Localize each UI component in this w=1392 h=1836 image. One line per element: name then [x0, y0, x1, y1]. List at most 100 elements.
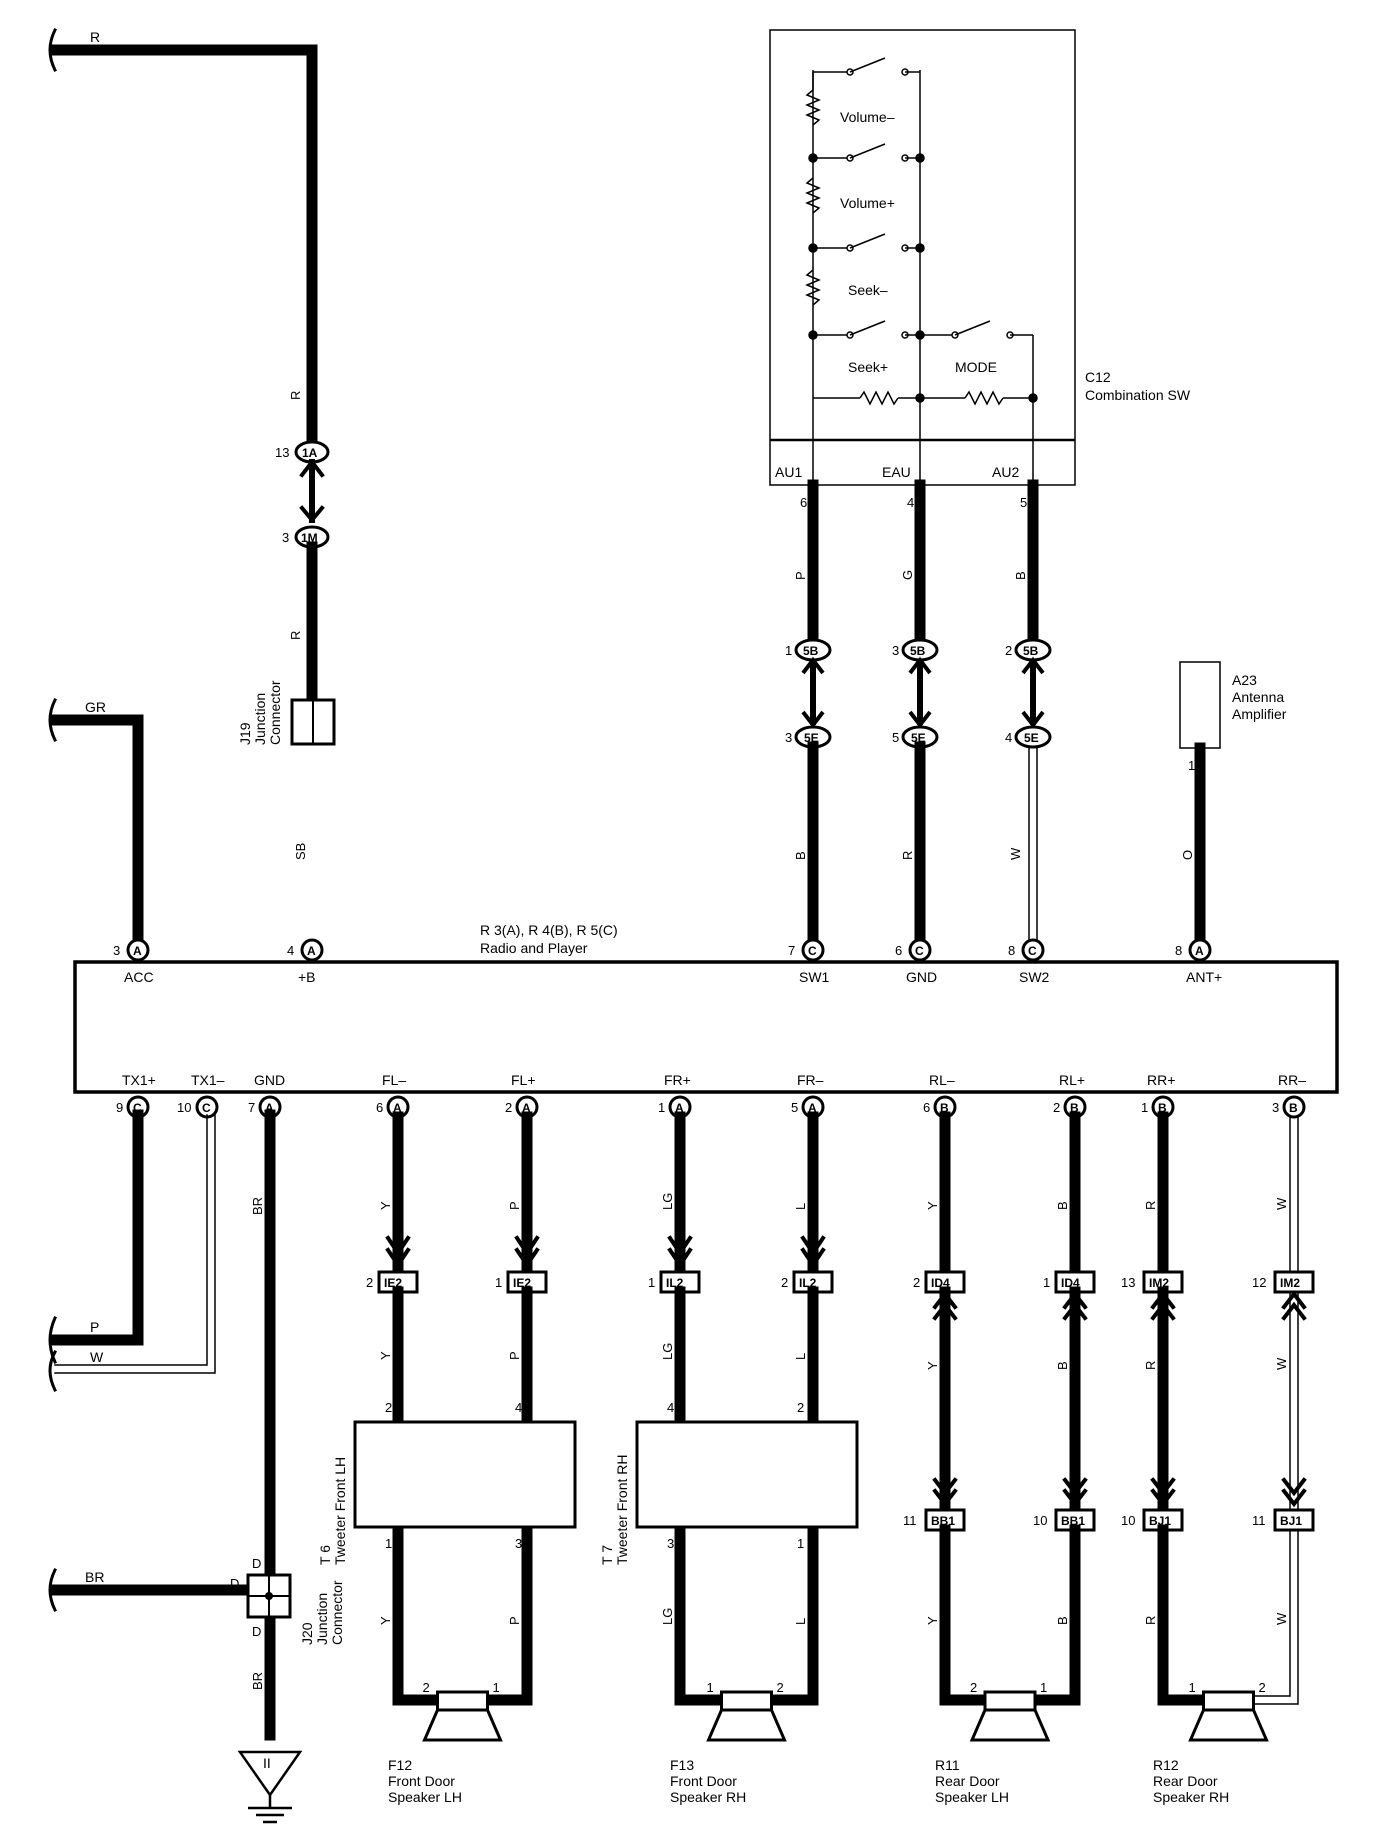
radio-top-pin-conn: C: [915, 944, 924, 958]
radio-bottom-pin-num: 2: [505, 1100, 512, 1115]
j20-node: [265, 1592, 273, 1600]
speaker-pin-left: 1: [1189, 1680, 1196, 1695]
speaker-wire-color-right: L: [793, 1618, 808, 1625]
down-arrow: [385, 1235, 411, 1269]
antenna-code: A23: [1232, 672, 1257, 688]
radio-bottom-pin-num: 2: [1053, 1100, 1060, 1115]
speaker-line3: Speaker RH: [1153, 1789, 1229, 1805]
tweeter-lh-pin-bl: 1: [385, 1536, 392, 1551]
radio-top-pin-conn: A: [133, 944, 142, 958]
wire-break-w: [48, 1349, 58, 1393]
speaker-wire-right: [766, 1521, 819, 1706]
wire-color-upper: W: [1274, 1197, 1289, 1210]
wire-gr-acc: [49, 714, 144, 951]
radio-bottom-pin-label: RL+: [1059, 1072, 1085, 1088]
wire-color-gnd-bottom: BR: [250, 1672, 265, 1690]
conn-5b-3: 5B: [1023, 644, 1039, 658]
down-arrow: [800, 1235, 826, 1269]
wire-color-r-mid: R: [288, 631, 303, 640]
switch-ladder: [805, 57, 1038, 406]
radio-bottom-pin-label: FL–: [382, 1072, 406, 1088]
mid-connector-pin: 1: [495, 1275, 502, 1290]
antenna-line3: Amplifier: [1232, 706, 1287, 722]
speaker-code: R11: [935, 1757, 960, 1773]
pin-au1: 6: [800, 495, 807, 510]
channel-wire: [1289, 1291, 1299, 1511]
radio-bottom-pin-label: FR+: [664, 1072, 691, 1088]
speaker-wire-right: [482, 1521, 533, 1706]
radio-bottom-pins: C9TX1+C10TX1–A7GNDA6FL–A2FL+A1FR+A5FR–B6…: [116, 1072, 1306, 1119]
radio-top-pin-label: ANT+: [1186, 969, 1222, 985]
down-arrow: [932, 1477, 958, 1508]
tweeter-rh-pin-br: 1: [797, 1536, 804, 1551]
pin-au2: 5: [1020, 495, 1027, 510]
speaker-pin-left: 2: [423, 1680, 430, 1695]
radio-top-pin-label: SW2: [1019, 969, 1050, 985]
speaker-wire-left: [939, 1524, 991, 1706]
tweeter-lh-pin-br: 3: [515, 1536, 522, 1551]
down-arrow: [1150, 1477, 1176, 1508]
conn-5b-2: 5B: [910, 644, 926, 658]
conn-5e-3: 5E: [1024, 731, 1039, 745]
radio-player-box: [73, 960, 1339, 1094]
radio-bottom-pin-label: RR+: [1147, 1072, 1175, 1088]
radio-bottom-pin-conn: B: [1289, 1101, 1298, 1115]
wire-color-lower: R: [1143, 1361, 1158, 1370]
pin-5b-1: 1: [785, 643, 792, 658]
rear-connector: [1273, 1508, 1315, 1532]
radio-bottom-pin-conn: B: [1158, 1101, 1167, 1115]
radio-code: R 3(A), R 4(B), R 5(C): [480, 922, 618, 938]
down-arrow: [1281, 1477, 1307, 1508]
tweeter-front-rh-box: [635, 1420, 859, 1529]
radio-bottom-pin-conn: B: [1070, 1101, 1079, 1115]
speaker-code: R12: [1153, 1757, 1179, 1773]
pin-1m: 3: [282, 530, 289, 545]
speaker-icon-cone: [422, 1708, 503, 1742]
wire-sw2-w: [1028, 746, 1038, 946]
speaker-line2: Front Door: [388, 1773, 455, 1789]
speaker-channels: IE22YYIE21PPIL21LGLGIL22LLID42YYBB111ID4…: [366, 1111, 1315, 1805]
radio-top-pin-label: ACC: [124, 969, 154, 985]
wire-label-p: P: [90, 1319, 99, 1335]
speaker-icon-cone: [969, 1708, 1051, 1742]
radio-top-pin-num: 8: [1175, 943, 1182, 958]
radio-bottom-pin-num: 9: [116, 1100, 123, 1115]
mid-connector-pin: 1: [648, 1275, 655, 1290]
combo-switch-code: C12: [1085, 369, 1111, 385]
radio-top-pin-conn: A: [307, 944, 316, 958]
radio-bottom-pin-num: 7: [248, 1100, 255, 1115]
mid-connector-pin: 2: [913, 1275, 920, 1290]
seek-plus-label: Seek+: [848, 359, 888, 375]
wire-r-battery: [49, 44, 318, 451]
wire-color-r-upper: R: [288, 391, 303, 400]
tweeter-front-lh-box: [353, 1420, 577, 1529]
ground-label: II: [263, 1755, 271, 1771]
radio-bottom-pin-conn: B: [940, 1101, 949, 1115]
speaker-pin-right: 2: [1259, 1680, 1266, 1695]
rear-connector-label: BJ1: [1280, 1514, 1302, 1528]
wire-color-lower: LG: [660, 1343, 675, 1360]
speaker-line2: Front Door: [670, 1773, 737, 1789]
pin-5b-2: 3: [892, 643, 899, 658]
tweeter-rh-pin-bl: 3: [667, 1536, 674, 1551]
radio-top-pin-num: 6: [895, 943, 902, 958]
wire-color-sw1: B: [793, 851, 808, 860]
mid-connector-pin: 2: [781, 1275, 788, 1290]
speaker-icon-body: [1202, 1690, 1255, 1712]
speaker-wire-left: [674, 1521, 727, 1706]
speaker-wire-color-left: Y: [925, 1616, 940, 1625]
ground-symbol: [237, 1750, 303, 1824]
radio-top-pin-num: 8: [1008, 943, 1015, 958]
radio-top-pin-conn: A: [1195, 944, 1204, 958]
j20-pin-d2: D: [230, 1576, 239, 1591]
radio-top-pin-label: +B: [298, 969, 316, 985]
speaker-pin-right: 1: [493, 1680, 500, 1695]
speaker-line3: Speaker LH: [388, 1789, 462, 1805]
eau-label: EAU: [882, 464, 911, 480]
wire-label-r: R: [90, 29, 100, 45]
combo-switch-name: Combination SW: [1085, 387, 1191, 403]
wire-color-lower: W: [1274, 1357, 1289, 1370]
radio-bottom-pin-conn: A: [393, 1101, 402, 1115]
antenna-amplifier-box: [1179, 661, 1221, 749]
